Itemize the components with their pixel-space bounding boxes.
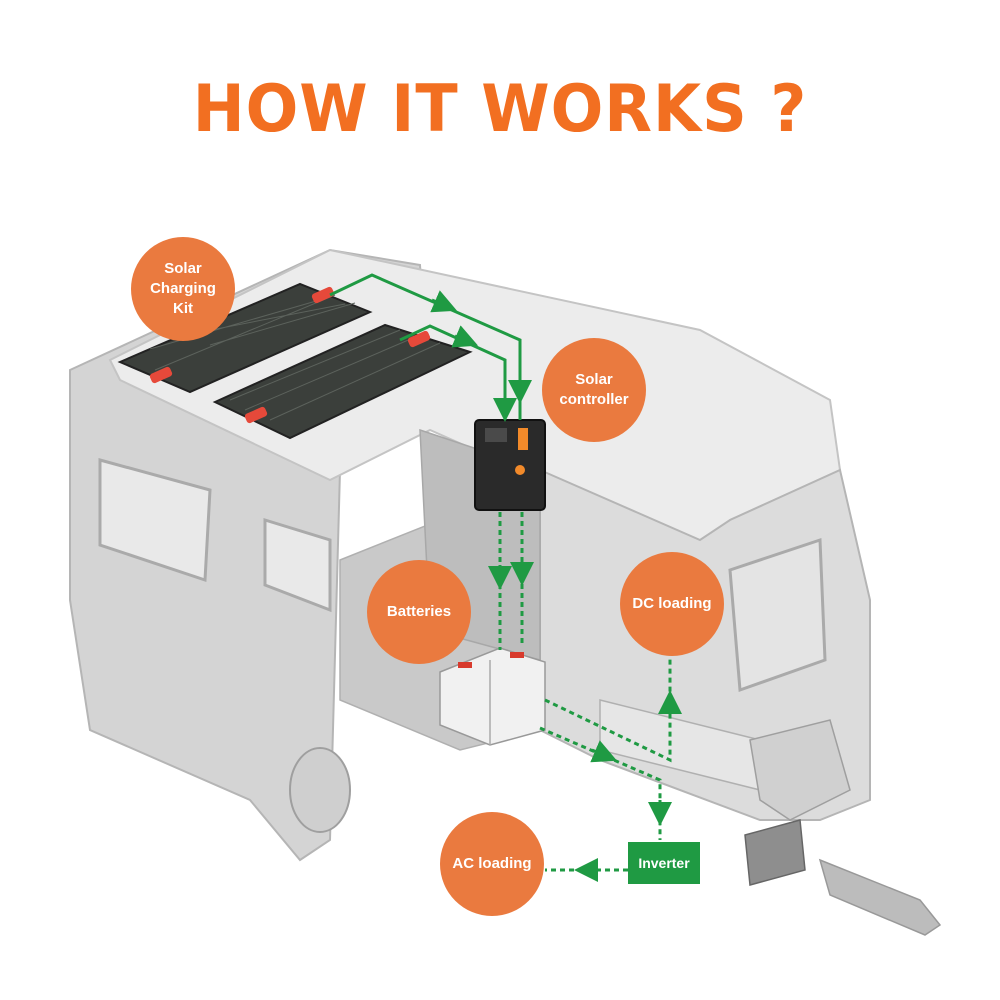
wheel: [289, 747, 351, 833]
flow-arrow-8: [590, 740, 618, 763]
solar-panel-2: [212, 323, 473, 440]
page-title: HOW IT WORKS ?: [192, 70, 808, 147]
solar-panel-1: [117, 282, 373, 394]
solar-controller-device: [474, 419, 546, 511]
front-box: [749, 719, 851, 821]
window-side: [263, 517, 332, 613]
window-left: [98, 458, 212, 583]
flow-arrow-1: [430, 290, 458, 313]
label-solar-controller: Solar controller: [542, 338, 646, 442]
window-right: [728, 537, 827, 693]
label-solar-charging-kit: Solar Charging Kit: [131, 237, 235, 341]
label-ac-loading: AC loading: [440, 812, 544, 916]
flow-arrow-2: [451, 325, 479, 348]
tow-hitch: [818, 858, 942, 936]
label-batteries: Batteries: [367, 560, 471, 664]
flow-dashed-batt-inv: [539, 726, 662, 840]
label-dc-loading: DC loading: [620, 552, 724, 656]
small-battery: [744, 819, 806, 886]
label-inverter: Inverter: [628, 842, 700, 884]
